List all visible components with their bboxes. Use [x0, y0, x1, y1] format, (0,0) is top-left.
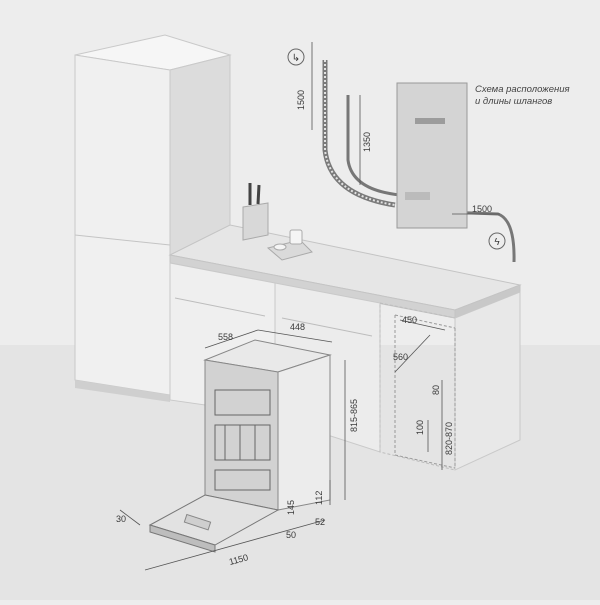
tall-cabinet [74, 34, 232, 402]
dishwasher-silhouette [396, 82, 468, 229]
dim-open-reach: 1150 [228, 552, 249, 567]
dim-niche-width: 450 [402, 315, 417, 325]
plug-icon: ϟ [488, 232, 506, 250]
dim-foot-depth: 52 [315, 517, 325, 527]
dim-niche-height: 820-870 [444, 422, 454, 455]
dim-plinth-gap: 145 [286, 500, 296, 515]
dim-dw-height: 815-865 [349, 399, 359, 432]
caption-line-2: и длины шлангов [475, 96, 552, 107]
dish-racks [214, 389, 271, 491]
dimension-lines [119, 42, 500, 571]
svg-text:↳: ↳ [292, 53, 300, 64]
dim-plinth-h: 112 [314, 491, 324, 505]
dim-niche-plinth: 100 [415, 420, 425, 435]
caption-line-1: Схема расположения [475, 84, 570, 95]
dim-plinth-offset: 50 [286, 530, 296, 540]
dim-hose-drain: 1500 [296, 90, 306, 110]
niche-outline [394, 314, 456, 469]
water-tap-icon: ↳ [287, 48, 305, 66]
dishwasher [148, 339, 332, 553]
knife-block [242, 183, 269, 241]
svg-text:ϟ: ϟ [494, 237, 500, 248]
dim-hose-inlet: 1500 [472, 204, 492, 214]
cups-tray [266, 229, 313, 261]
dim-niche-depth: 560 [393, 352, 408, 362]
dim-dw-depth: 558 [218, 332, 233, 342]
dim-door-thickness: 30 [116, 514, 126, 524]
dim-drain-height: 1350 [362, 132, 372, 152]
dim-niche-vent: 80 [431, 385, 441, 395]
dim-dw-width: 448 [290, 322, 305, 332]
